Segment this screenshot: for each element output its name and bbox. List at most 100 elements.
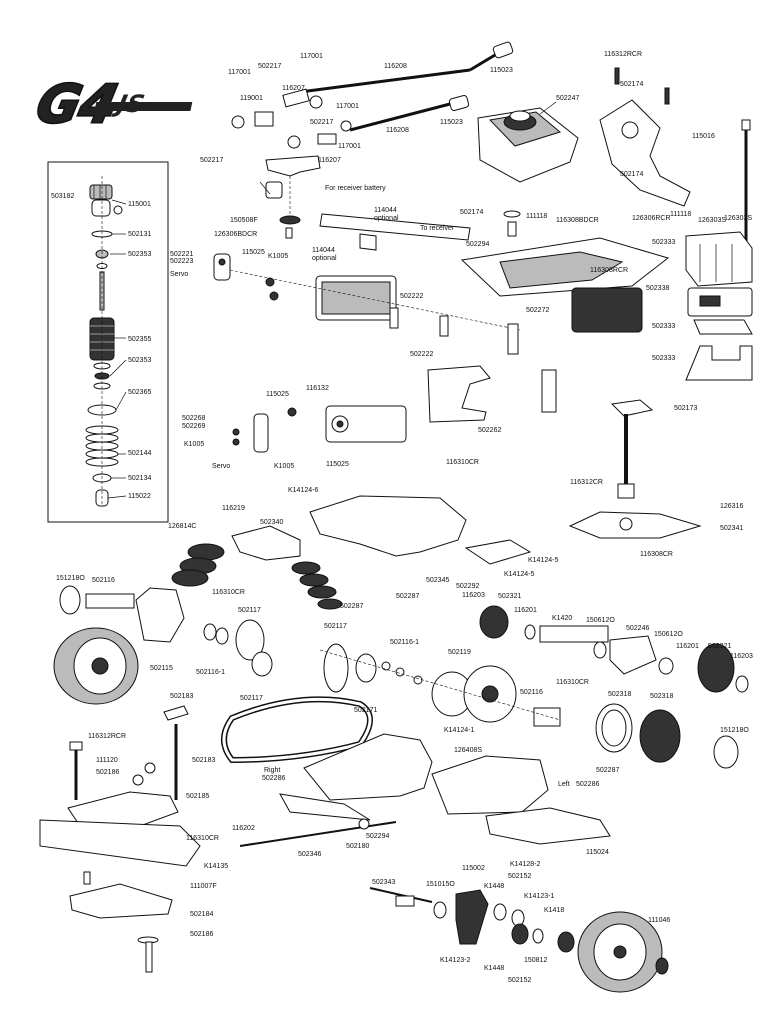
fuel-tank: 502247 [477,95,579,183]
part-label: 502286 [576,781,599,788]
part-label: K1448 [484,883,504,890]
servo-assembly-middle: 115025 116132 502268 502269 K1005 Servo … [182,365,557,470]
part-label: 502365 [128,389,151,396]
part-label: 115024 [586,849,609,856]
part-label: 502217 [200,157,223,164]
part-label: K14123-2 [440,957,470,964]
part-label: 502152 [508,873,531,880]
part-label: 115025 [242,249,265,256]
part-label: 502222 [400,293,423,300]
part-label: K1005 [184,441,204,448]
part-label: 114044 [374,207,397,214]
part-label: 503182 [51,193,74,200]
part-label: 126316 [720,503,743,510]
part-label: 114044 [312,247,335,254]
part-label: 502171 [354,707,377,714]
part-label: 150612O [654,631,683,638]
part-label: 150508F [230,217,258,224]
part-label: 150812 [524,957,547,964]
optional-note: optional [312,255,337,262]
part-label: 502294 [466,241,489,248]
part-label: 502116-1 [196,669,225,676]
receiver-plate: For receiver battery To receiver 114044 … [312,185,471,262]
part-label: 502183 [170,693,193,700]
part-label: 502223 [170,258,193,265]
part-label: 502116-1 [390,639,419,646]
part-label: 502287 [340,603,363,610]
optional-note: optional [374,215,399,222]
part-label: 116310CR [556,679,589,686]
antenna-post: 502173 116312CR 126316 502341 116308CR [568,399,743,558]
part-label: 502287 [596,767,619,774]
part-label: 502333 [652,239,675,246]
steering-linkage: 117001 502217 117001 116208 115023 11900… [200,41,514,239]
part-label: 502186 [96,769,119,776]
rear-hub-wheel: 502343 151015O 115002 K1448 502152 K1412… [369,865,670,993]
part-label: 116201 [514,607,537,614]
part-label: K1420 [552,615,572,622]
part-label: 115023 [490,67,513,74]
part-label: 502117 [324,623,347,630]
part-label: 150612O [586,617,615,624]
part-label: 116308RCR [590,267,628,274]
part-label: 116310CR [186,835,219,842]
part-label: 117001 [338,143,361,150]
part-label: 502262 [478,427,501,434]
part-label: 115002 [462,865,485,872]
shock-left [171,543,225,587]
front-differential: 151218O 502116 502117 502115 502116-1 50… [53,575,273,705]
part-label: 116312RCR [604,51,642,58]
part-label: 502318 [608,691,631,698]
part-label: 502117 [238,607,261,614]
part-label: 151218O [720,727,749,734]
part-label: 116312RCR [88,733,126,740]
part-label: 126306RCR [632,215,671,222]
part-label: K1448 [484,965,504,972]
part-label: K14124-5 [528,557,558,564]
part-label: 502353 [128,251,151,258]
part-label: K14135 [204,863,228,870]
part-label: K14124-1 [444,727,474,734]
part-label: 502292 [456,583,479,590]
part-label: 502269 [182,423,205,430]
to-receiver-note: To receiver [420,225,455,232]
part-label: 502268 [182,415,205,422]
part-label: 126408S [454,747,482,754]
part-label: 502217 [258,63,281,70]
servo-note: Servo [212,463,230,470]
part-label: 502343 [372,879,395,886]
part-label: K14124-6 [288,487,318,494]
part-label: 502353 [128,357,151,364]
clutch-gears: 116203 502321 116201 K1420 150612O 50224… [462,592,753,693]
part-label: 116207 [282,85,305,92]
part-label: 116208 [386,127,409,134]
part-label: 115022 [128,493,151,500]
part-label: 502338 [646,285,669,292]
part-label: 116203 [462,592,485,599]
part-label: 115001 [128,201,151,208]
part-label: 502221 [170,251,193,258]
part-label: 126814C [168,523,196,530]
part-label: 151218O [56,575,85,582]
right-note: Right [264,767,280,774]
part-label: 502174 [620,171,643,178]
center-differential: 502117 502116-1 502119 502116 116310CR [319,623,589,727]
part-label: 116312CR [570,479,603,486]
part-label: 502152 [508,977,531,984]
part-label: 502180 [346,843,369,850]
part-label: 502174 [460,209,483,216]
part-label: 116308BDCR [556,217,599,224]
part-label: 502131 [128,231,151,238]
part-label: 502321 [708,643,731,650]
part-label: 502116 [92,577,115,584]
rear-bulkheads: Right 502286 K14124-1 126408S Left 50228… [232,727,619,868]
radio-tray: 502174 111118 116308BDCR 126306RCR 12630… [460,209,726,333]
part-label: 502287 [396,593,419,600]
part-label: 502185 [186,793,209,800]
drive-belt: 502171 502318 502318 151218O [221,691,749,769]
shock-absorber-inset: 503182 115001 502131 502353 502355 50235… [47,161,169,523]
engine-mount-bracket: 116312RCR 502174 115016 502174 111118 [599,51,751,246]
part-label: 502134 [128,475,151,482]
shock-right [291,561,343,610]
part-label: 502355 [128,336,151,343]
